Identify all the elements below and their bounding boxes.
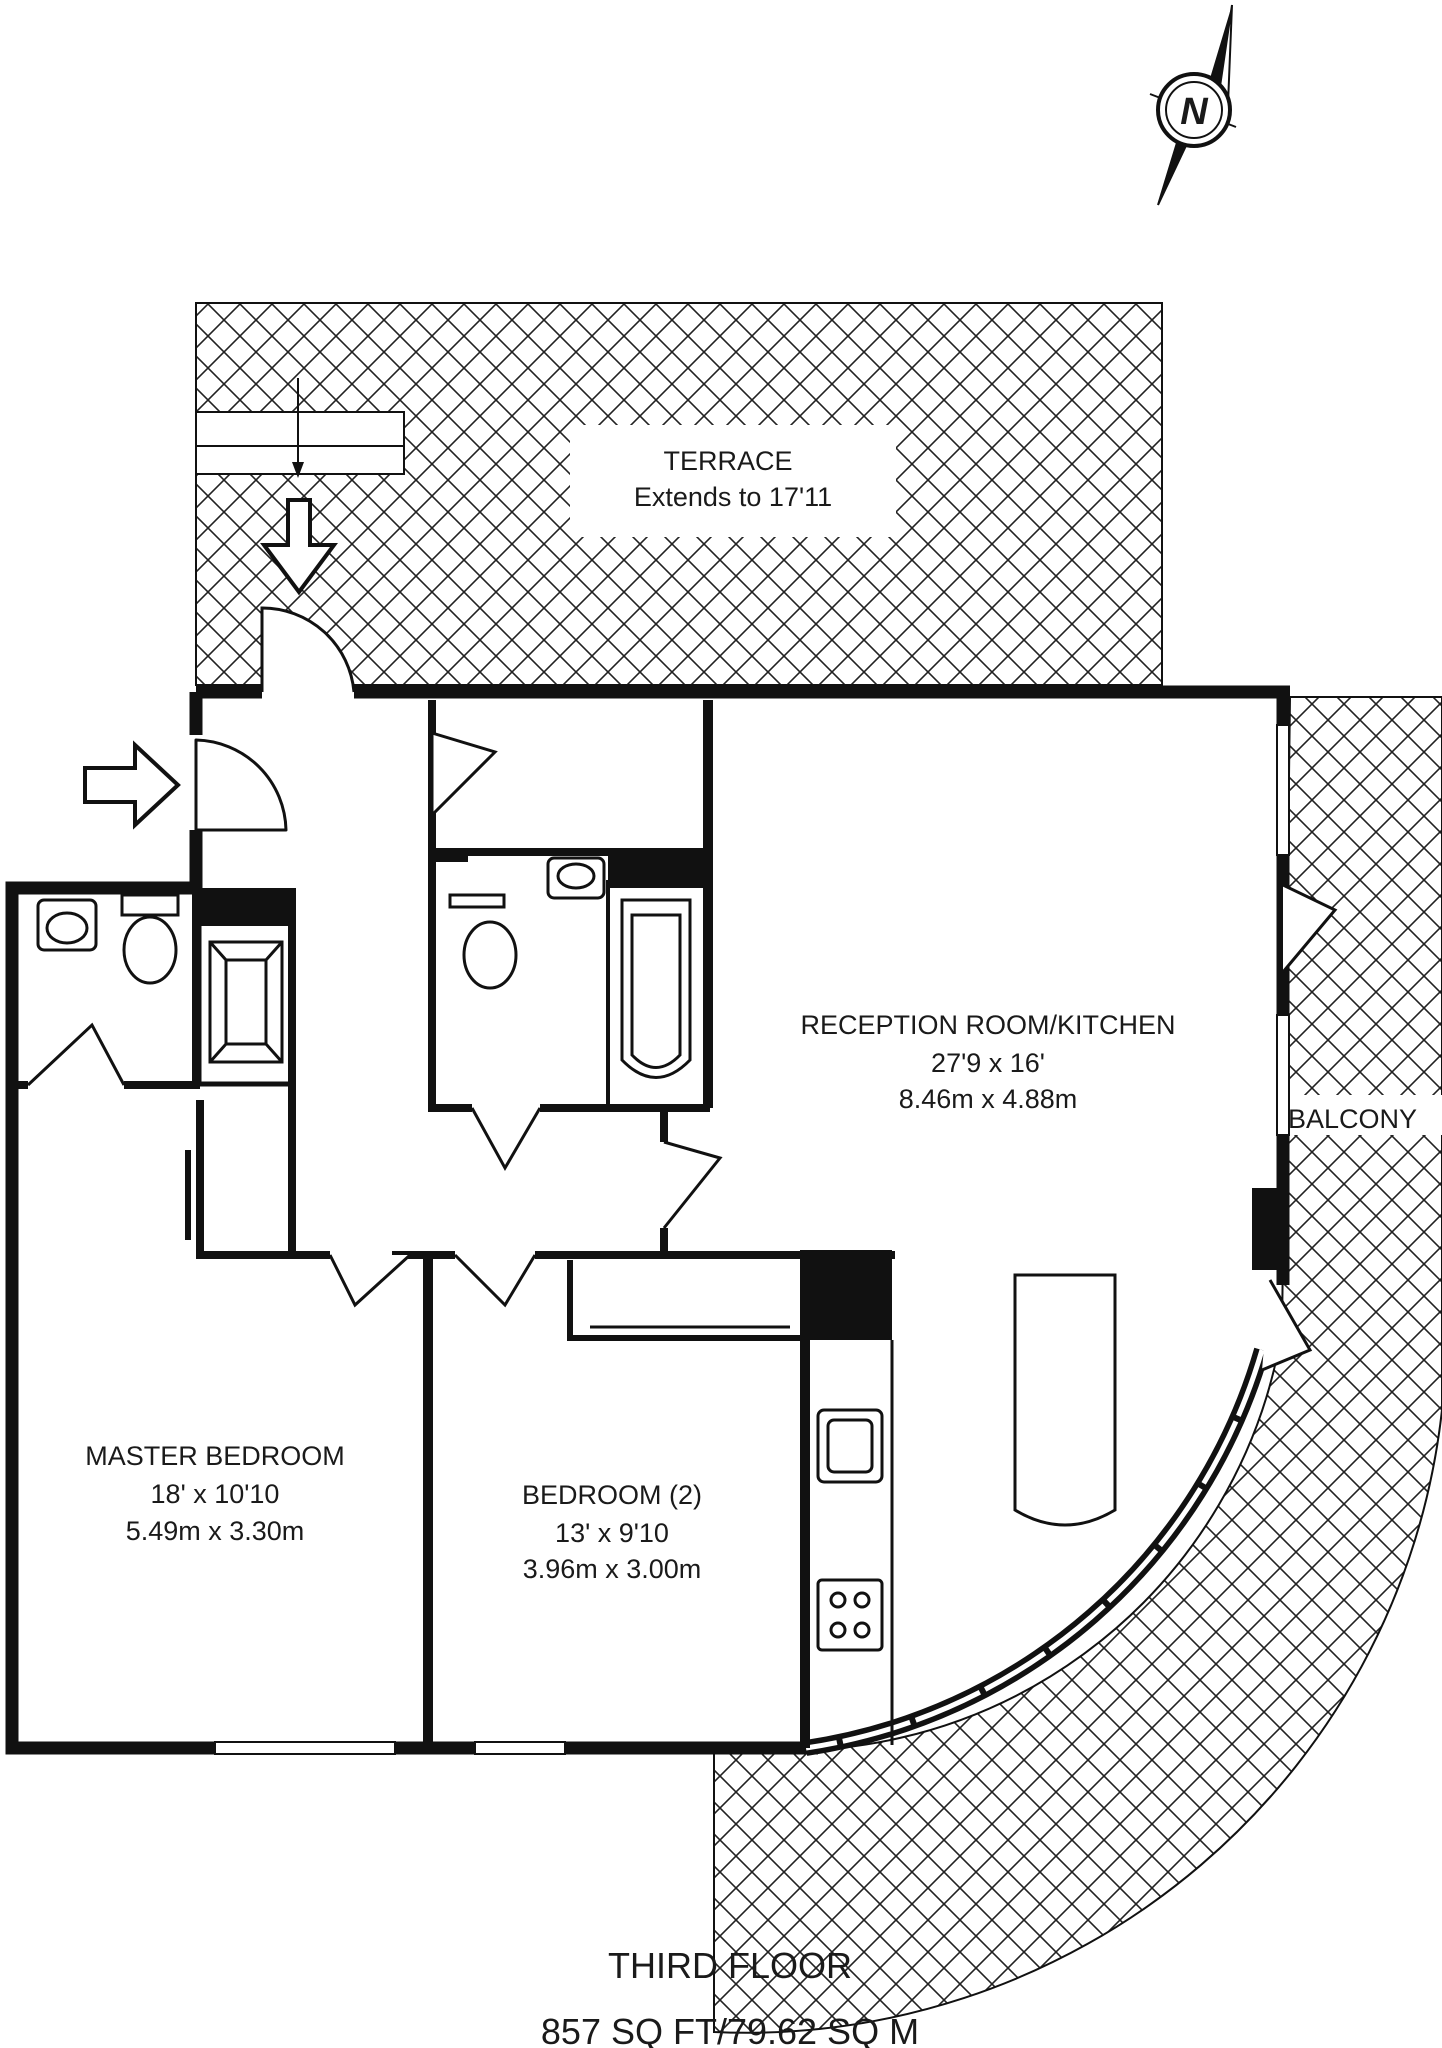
reception-metric: 8.46m x 4.88m xyxy=(899,1084,1078,1114)
master-bedroom-name: MASTER BEDROOM xyxy=(85,1441,345,1471)
kitchen-island xyxy=(1013,1273,1117,1527)
reception-imperial: 27'9 x 16' xyxy=(931,1048,1045,1078)
bedroom2-imperial: 13' x 9'10 xyxy=(555,1518,669,1548)
compass-letter: N xyxy=(1180,91,1209,133)
floor-title: THIRD FLOOR xyxy=(608,1945,852,1986)
entrance-arrow-icon xyxy=(83,740,181,830)
toilet-icon xyxy=(120,893,180,917)
compass-icon: N xyxy=(1149,4,1237,206)
doors xyxy=(26,606,1338,1372)
toilet-icon xyxy=(462,920,518,990)
master-bedroom-imperial: 18' x 10'10 xyxy=(151,1479,280,1509)
floor-area: 857 SQ FT/79.62 SQ M xyxy=(541,2011,919,2048)
terrace xyxy=(195,302,1163,686)
terrace-dims: Extends to 17'11 xyxy=(634,482,832,512)
balcony-name: BALCONY xyxy=(1288,1104,1417,1134)
fixtures xyxy=(36,856,1117,1652)
bedroom2-metric: 3.96m x 3.00m xyxy=(523,1554,702,1584)
balcony xyxy=(713,696,1442,2034)
windows xyxy=(214,724,1290,1755)
master-bedroom-metric: 5.49m x 3.30m xyxy=(126,1516,305,1546)
terrace-name: TERRACE xyxy=(663,446,792,476)
reception-name: RECEPTION ROOM/KITCHEN xyxy=(800,1010,1175,1040)
bedroom2-name: BEDROOM (2) xyxy=(522,1480,702,1510)
hob-icon xyxy=(816,1578,884,1652)
